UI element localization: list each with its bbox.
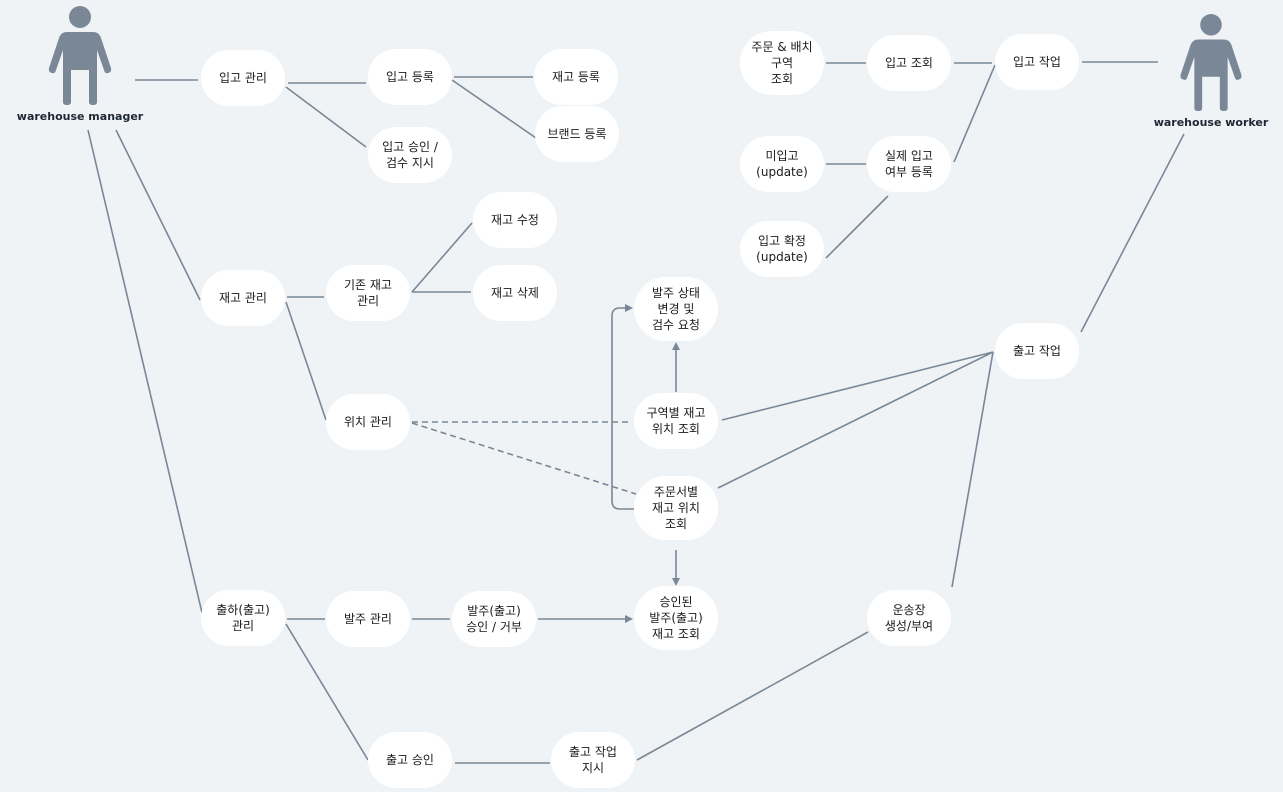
node-inbound-confirm[interactable]: 입고 확정 (update) [740, 221, 824, 277]
edge-shipping-outbound-approve [285, 623, 369, 761]
node-order-zone[interactable]: 주문 & 배치 구역 조회 [740, 31, 824, 95]
node-inbound-lookup[interactable]: 입고 조회 [867, 35, 951, 91]
edge-worker-outbound [1080, 133, 1185, 333]
node-stock-register[interactable]: 재고 등록 [534, 49, 618, 105]
node-order-stock-lookup[interactable]: 주문서별 재고 위치 조회 [634, 476, 718, 540]
node-order-status[interactable]: 발주 상태 변경 및 검수 요청 [634, 277, 718, 341]
node-stock-mgmt[interactable]: 재고 관리 [201, 270, 285, 326]
node-actual-inbound[interactable]: 실제 입고 여부 등록 [867, 136, 951, 192]
edge-stock-location [285, 301, 327, 421]
edge-actual-work [953, 64, 996, 163]
node-order-approve[interactable]: 발주(출고) 승인 / 거부 [452, 591, 536, 647]
node-zone-stock-lookup[interactable]: 구역별 재고 위치 조회 [634, 393, 718, 449]
node-approved-order-lookup[interactable]: 승인된 발주(출고) 재고 조회 [634, 586, 718, 650]
node-not-received[interactable]: 미입고 (update) [740, 136, 824, 192]
edge-instruction-waybill [636, 631, 869, 761]
arrow-orderstock-loop-to-status [611, 304, 636, 510]
node-brand-register[interactable]: 브랜드 등록 [535, 106, 619, 162]
node-inbound-mgmt[interactable]: 입고 관리 [201, 50, 285, 106]
node-existing-stock[interactable]: 기존 재고 관리 [326, 265, 410, 321]
node-shipping-mgmt[interactable]: 출하(출고) 관리 [201, 590, 285, 646]
edge-orderstock-outbound [717, 351, 994, 489]
node-waybill[interactable]: 운송장 생성/부여 [867, 590, 951, 646]
edge-zone-outbound [721, 351, 994, 421]
node-inbound-approve[interactable]: 입고 승인 / 검수 지시 [368, 127, 452, 183]
node-outbound-instruction[interactable]: 출고 작업 지시 [551, 732, 635, 788]
actor-label-worker: warehouse worker [1153, 116, 1269, 129]
manager-actor-icon [48, 6, 112, 105]
edge-location-orderstock-dashed [411, 422, 637, 495]
connectors [87, 61, 1185, 764]
node-inbound-work[interactable]: 입고 작업 [995, 34, 1079, 90]
edge-confirm-actual [825, 195, 889, 259]
node-inbound-register[interactable]: 입고 등록 [368, 49, 452, 105]
edge-manager-stock [115, 129, 201, 301]
edge-manager-shipping [87, 129, 204, 618]
edge-inbound-approve [285, 86, 367, 148]
node-stock-edit[interactable]: 재고 수정 [473, 192, 557, 248]
edge-register-brand [451, 79, 537, 139]
node-stock-delete[interactable]: 재고 삭제 [473, 265, 557, 321]
worker-actor-icon [1180, 14, 1242, 112]
node-location-mgmt[interactable]: 위치 관리 [326, 394, 410, 450]
actor-label-manager: warehouse manager [16, 110, 144, 123]
edge-existing-edit [411, 222, 473, 293]
node-outbound-work[interactable]: 출고 작업 [995, 323, 1079, 379]
node-outbound-approve[interactable]: 출고 승인 [368, 732, 452, 788]
node-order-mgmt[interactable]: 발주 관리 [326, 591, 410, 647]
edge-waybill-outbound-work [951, 351, 994, 588]
